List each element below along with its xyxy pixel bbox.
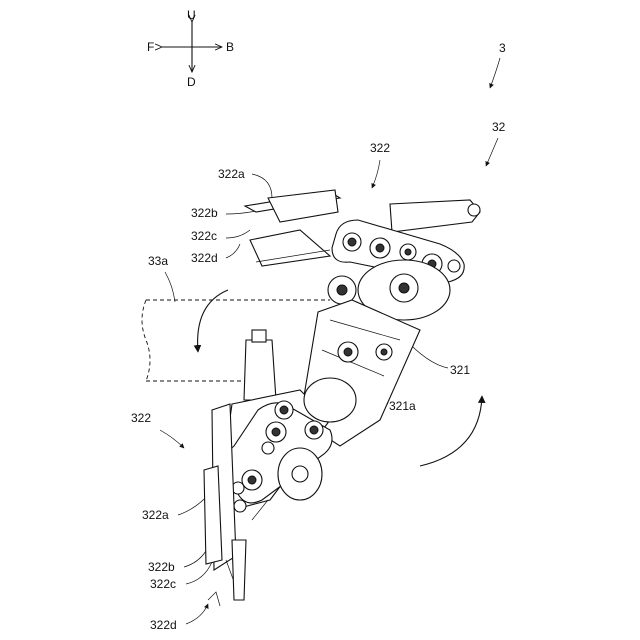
label-322a-bottom: 322a [142, 508, 169, 522]
label-321: 321 [450, 363, 470, 377]
compass-back-label: B [226, 40, 234, 54]
orientation-compass: U D F B [147, 8, 234, 89]
compass-up-label: U [187, 8, 196, 22]
label-322d-bottom: 322d [150, 618, 177, 632]
reference-322a-bottom: 322a [142, 493, 210, 522]
body-outline-dashed [142, 300, 330, 381]
reference-322-top: 322 [370, 141, 390, 188]
arm-unit-raised [245, 190, 480, 320]
reference-322b-bottom: 322b [148, 551, 206, 574]
label-322a-top: 322a [218, 167, 245, 181]
label-33a: 33a [148, 254, 168, 268]
label-322c-bottom: 322c [150, 577, 176, 591]
label-3: 3 [499, 41, 506, 55]
label-322b-top: 322b [191, 206, 218, 220]
reference-322-left: 322 [131, 411, 184, 448]
label-322d-top: 322d [191, 251, 218, 265]
reference-322c-top: 322c [191, 229, 250, 243]
label-322-left: 322 [131, 411, 151, 425]
reference-322d-top: 322d [191, 244, 240, 265]
reference-322d-bottom: 322d [150, 604, 208, 632]
label-321a: 321a [389, 399, 416, 413]
label-32: 32 [492, 120, 506, 134]
label-322b-bottom: 322b [148, 560, 175, 574]
rotation-arrow-left [198, 290, 228, 352]
reference-33a: 33a [148, 254, 175, 302]
label-322c-top: 322c [191, 229, 217, 243]
reference-322a-top: 322a [218, 167, 272, 198]
compass-front-label: F [147, 40, 154, 54]
compass-down-label: D [187, 75, 196, 89]
reference-3: 3 [490, 41, 506, 88]
reference-32: 32 [486, 120, 506, 166]
label-322-top: 322 [370, 141, 390, 155]
rotation-arrow-right [420, 396, 482, 466]
